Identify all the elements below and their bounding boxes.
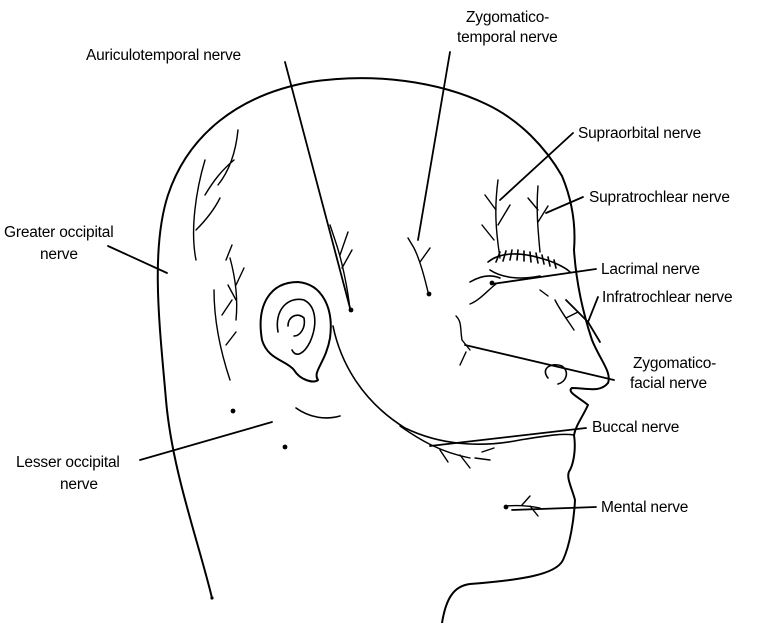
label-auriculotemporal: Auriculotemporal nerve: [86, 47, 241, 64]
label-greater-occipital-2: nerve: [40, 246, 78, 263]
label-lesser-occipital-2: nerve: [60, 476, 98, 493]
label-lacrimal: Lacrimal nerve: [601, 261, 700, 278]
leader-auriculotemporal: [285, 62, 350, 308]
eye-brow: [470, 250, 570, 282]
leader-infratrochlear: [566, 297, 600, 342]
leader-lesser-occipital: [140, 422, 272, 460]
label-mental: Mental nerve: [601, 499, 688, 516]
label-zygomaticotemporal-1: Zygomatico-: [466, 9, 549, 26]
leader-mental: [512, 507, 596, 510]
label-infratrochlear: Infratrochlear nerve: [602, 289, 732, 306]
nerve-endpoints: [210, 281, 508, 600]
label-supratrochlear: Supratrochlear nerve: [589, 189, 730, 206]
labels: Auriculotemporal nerve Zygomatico- tempo…: [4, 9, 732, 516]
ear: [261, 282, 340, 418]
head-outline: [158, 78, 609, 623]
label-greater-occipital-1: Greater occipital: [4, 224, 113, 241]
leader-supratrochlear: [546, 197, 583, 213]
nerve-branches: [194, 130, 578, 516]
leader-zygomaticofacial: [465, 345, 614, 380]
label-supraorbital: Supraorbital nerve: [578, 125, 701, 142]
label-zygomaticotemporal-2: temporal nerve: [457, 29, 558, 46]
label-buccal: Buccal nerve: [592, 419, 679, 436]
leader-supraorbital: [500, 133, 573, 200]
label-zygomaticofacial-2: facial nerve: [630, 375, 707, 392]
leader-zygomaticotemporal: [418, 52, 450, 240]
leader-buccal: [430, 428, 586, 446]
leader-lines: [108, 52, 614, 510]
label-lesser-occipital-1: Lesser occipital: [16, 454, 120, 471]
label-zygomaticofacial-1: Zygomatico-: [633, 355, 716, 372]
